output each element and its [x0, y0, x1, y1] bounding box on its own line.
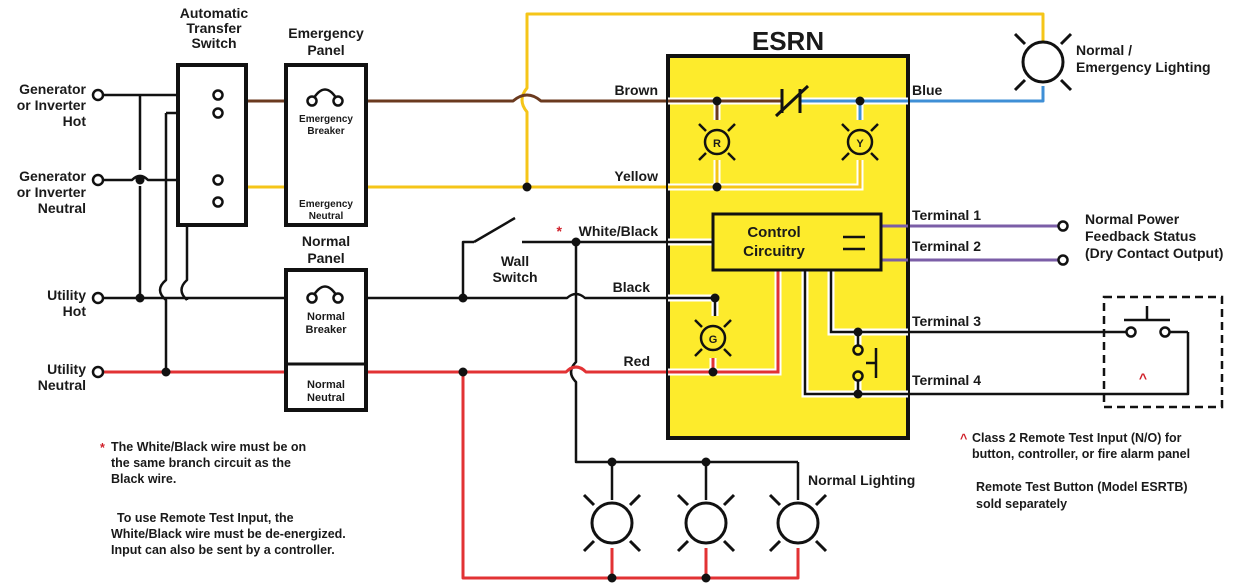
normal-lighting-label: Normal Lighting	[808, 472, 915, 488]
gen-hot-label-1: Generator	[19, 81, 86, 97]
normal-neutral-label-1: Normal	[307, 379, 345, 391]
emergency-lighting-lamp-icon	[1013, 32, 1073, 92]
remote-note-1: To use Remote Test Input, the	[117, 511, 294, 525]
terminal-2-label: Terminal 2	[912, 238, 981, 254]
asterisk-note-2: the same branch circuit as the	[111, 456, 291, 470]
ats-title-1: Automatic	[180, 5, 249, 21]
esrn-title: ESRN	[752, 26, 824, 56]
wire-label-white-black-marker: *	[557, 223, 563, 239]
ats-title-3: Switch	[191, 35, 236, 51]
gen-hot-label-2: or Inverter	[17, 97, 87, 113]
asterisk-note-marker: *	[100, 441, 105, 455]
ats-title-2: Transfer	[186, 20, 242, 36]
indicator-g-icon: G	[694, 319, 732, 357]
remote-test-box	[1102, 295, 1224, 409]
gen-neutral-label-2: or Inverter	[17, 184, 87, 200]
indicator-y-label: Y	[856, 138, 864, 150]
normal-lighting-lamp-2-icon	[676, 493, 736, 553]
remote-test-marker: ^	[1139, 370, 1147, 386]
emergency-panel-title-1: Emergency	[288, 25, 364, 41]
normal-panel-title-1: Normal	[302, 233, 350, 249]
wall-switch-wire	[461, 240, 668, 298]
source-terminals	[91, 88, 1069, 379]
wall-switch-icon	[473, 216, 516, 244]
asterisk-note-3: Black wire.	[111, 472, 176, 486]
normal-lighting-hot	[569, 242, 800, 500]
feedback-label-3: (Dry Contact Output)	[1085, 245, 1223, 261]
control-circuitry-label-2: Circuitry	[743, 243, 805, 260]
remote-note-2: White/Black wire must be de-energized.	[111, 527, 346, 541]
normal-lighting-lamp-3-icon	[768, 493, 828, 553]
normal-panel-enclosure	[284, 268, 368, 412]
button-note-2: sold separately	[976, 497, 1067, 511]
red-wire	[103, 365, 668, 374]
feedback-label-2: Feedback Status	[1085, 228, 1196, 244]
emergency-panel-enclosure	[284, 63, 368, 227]
emergency-lighting-label-1: Normal /	[1076, 42, 1132, 58]
emergency-breaker-label-1: Emergency	[299, 114, 353, 125]
emergency-neutral-label-2: Neutral	[309, 211, 344, 222]
wire-label-black: Black	[613, 279, 651, 295]
gen-hot-wire	[103, 93, 218, 370]
indicator-r-icon: R	[698, 123, 736, 161]
caret-note-marker: ^	[960, 432, 968, 446]
normal-breaker-label-1: Normal	[307, 311, 345, 323]
emergency-breaker-label-2: Breaker	[307, 126, 344, 137]
indicator-r-label: R	[713, 138, 721, 150]
asterisk-note-1: The White/Black wire must be on	[111, 440, 306, 454]
relay-contact-icon	[774, 84, 810, 118]
emergency-breaker-icon	[306, 88, 344, 107]
emergency-neutral-label-1: Emergency	[299, 199, 353, 210]
remote-note-3: Input can also be sent by a controller.	[111, 543, 335, 557]
feedback-label-1: Normal Power	[1085, 211, 1180, 227]
gen-neutral-label-3: Neutral	[38, 200, 86, 216]
test-contact-icon	[852, 344, 878, 382]
terminal-4-label: Terminal 4	[912, 372, 981, 388]
red-wire-lighting	[461, 372, 800, 580]
caret-note-2: button, controller, or fire alarm panel	[972, 447, 1190, 461]
caret-note-1: Class 2 Remote Test Input (N/O) for	[972, 431, 1182, 445]
control-circuitry-label-1: Control	[747, 224, 800, 241]
gen-neutral-label-1: Generator	[19, 168, 86, 184]
normal-lighting-lamp-1-icon	[582, 493, 642, 553]
terminal-1-label: Terminal 1	[912, 207, 981, 223]
emergency-lighting-label-2: Emergency Lighting	[1076, 59, 1211, 75]
button-note-1: Remote Test Button (Model ESRTB)	[976, 480, 1188, 494]
ats-enclosure	[176, 63, 248, 227]
normal-breaker-icon	[306, 285, 344, 304]
control-circuitry-box	[711, 212, 883, 272]
terminal-3-label: Terminal 3	[912, 313, 981, 329]
normal-panel-title-2: Panel	[307, 250, 344, 266]
normal-neutral-label-2: Neutral	[307, 392, 345, 404]
emergency-panel-title-2: Panel	[307, 42, 344, 58]
junction-dots	[135, 96, 865, 583]
indicator-g-label: G	[709, 334, 718, 346]
utility-hot-label-2: Hot	[63, 303, 87, 319]
wire-label-yellow: Yellow	[614, 168, 658, 184]
wall-switch-label-1: Wall	[501, 253, 529, 269]
indicator-y-icon: Y	[841, 123, 879, 161]
wall-switch-label-2: Switch	[492, 269, 537, 285]
wire-label-red: Red	[624, 353, 650, 369]
remote-test-button-icon	[1124, 306, 1188, 338]
utility-neutral-label-2: Neutral	[38, 377, 86, 393]
blue-wire-out	[908, 86, 1045, 103]
dry-contact-icon	[843, 235, 865, 251]
wire-label-brown: Brown	[614, 82, 658, 98]
gen-hot-label-3: Hot	[63, 113, 87, 129]
wire-label-white-black: White/Black	[579, 223, 659, 239]
wire-label-blue: Blue	[912, 82, 943, 98]
utility-hot-label-1: Utility	[47, 287, 86, 303]
normal-breaker-label-2: Breaker	[306, 324, 348, 336]
ats-contacts	[212, 89, 224, 208]
utility-neutral-label-1: Utility	[47, 361, 86, 377]
